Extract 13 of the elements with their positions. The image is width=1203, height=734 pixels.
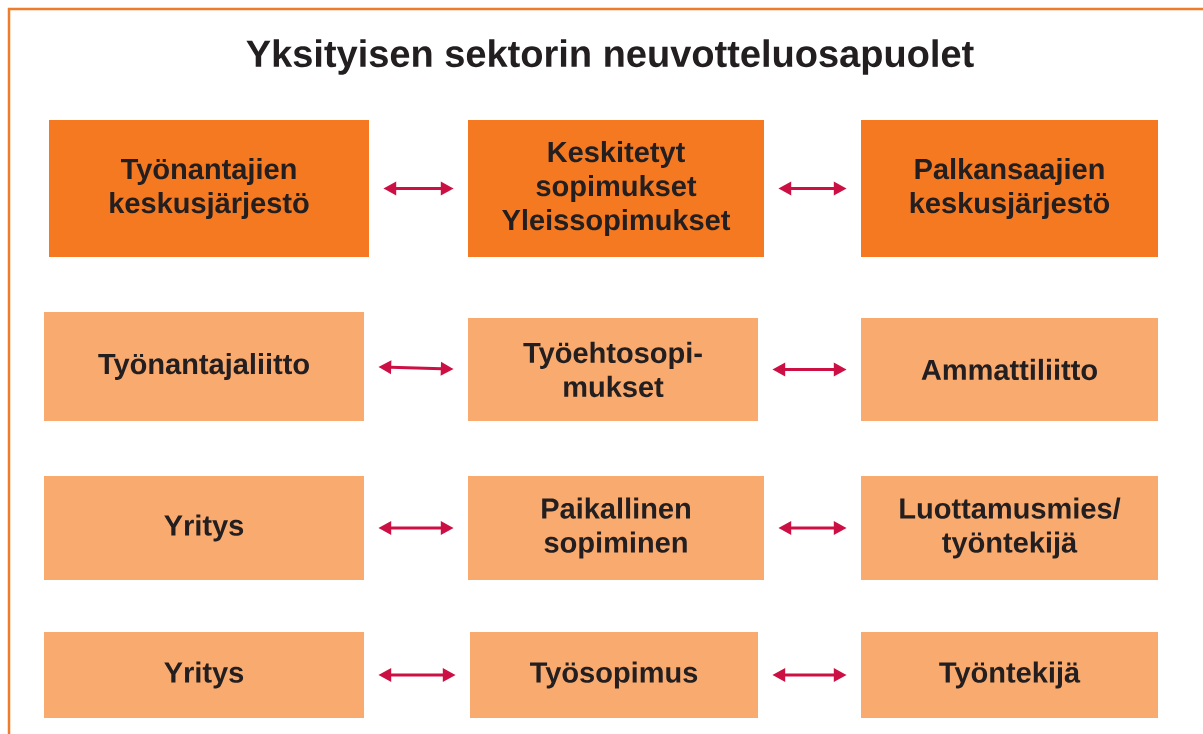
process-box: Työnantajien keskusjärjestö: [49, 120, 369, 257]
process-box: Keskitetyt sopimukset Yleissopimukset: [468, 120, 764, 257]
process-box: Yritys: [44, 476, 364, 580]
process-box: Työsopimus: [470, 632, 758, 718]
process-box: Paikallinen sopiminen: [468, 476, 764, 580]
process-box: Työntekijä: [861, 632, 1158, 718]
process-box: Palkansaajien keskusjärjestö: [861, 120, 1158, 257]
process-box: Työnantajaliitto: [44, 312, 364, 421]
title: Yksityisen sektorin neuvotteluosapuolet: [246, 39, 974, 75]
process-box: Työehtosopi- mukset: [468, 318, 758, 421]
process-box: Ammattiliitto: [861, 318, 1158, 421]
process-box: Luottamusmies/ työntekijä: [861, 476, 1158, 580]
process-box: Yritys: [44, 632, 364, 718]
